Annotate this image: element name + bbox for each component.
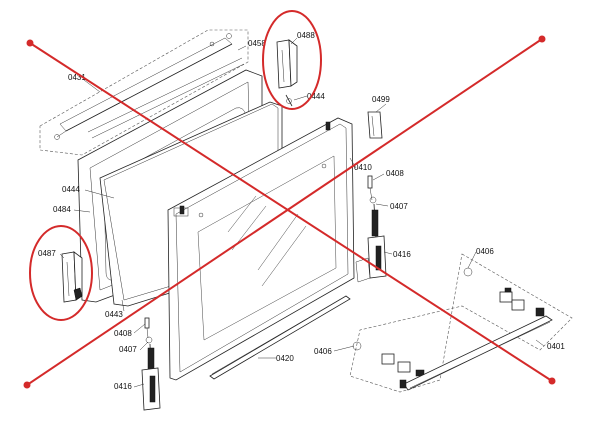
label-0431: 0431 <box>68 73 86 82</box>
label-0407-right: 0407 <box>390 202 408 211</box>
red-dot <box>548 377 556 385</box>
leader-lines <box>59 37 545 388</box>
red-cross-line-b <box>26 38 543 386</box>
label-0458: 0458 <box>248 39 266 48</box>
label-0406-right: 0406 <box>476 247 494 256</box>
outer-door-panel <box>167 117 355 381</box>
label-0407-left: 0407 <box>119 345 137 354</box>
red-dot <box>26 39 34 47</box>
label-0408-right: 0408 <box>386 169 404 178</box>
red-circle-0487 <box>29 225 93 321</box>
label-0487: 0487 <box>38 249 56 258</box>
bracket-0488 <box>276 39 298 107</box>
label-0484: 0484 <box>53 205 71 214</box>
label-0443: 0443 <box>105 310 123 319</box>
label-0420: 0420 <box>276 354 294 363</box>
door-seal-strip <box>209 295 351 380</box>
label-0410: 0410 <box>354 163 372 172</box>
red-cross-line-a <box>29 42 553 382</box>
seal-part-0499 <box>367 111 383 139</box>
label-0401: 0401 <box>547 342 565 351</box>
label-0406-left: 0406 <box>314 347 332 356</box>
part-labels: 0431 0458 0488 0444 0499 0410 0408 0407 … <box>38 31 565 391</box>
label-0488: 0488 <box>297 31 315 40</box>
red-annotation-overlay <box>23 10 556 389</box>
label-0416-right: 0416 <box>393 250 411 259</box>
bracket-0487 <box>61 251 83 303</box>
label-0499: 0499 <box>372 95 390 104</box>
label-0408-left: 0408 <box>114 329 132 338</box>
right-hinge-assembly <box>355 175 387 283</box>
top-frame-assembly <box>39 29 249 156</box>
label-0444-left: 0444 <box>62 185 80 194</box>
red-circle-0488 <box>262 10 322 110</box>
label-0444-top: 0444 <box>307 92 325 101</box>
red-dot <box>23 381 31 389</box>
label-0416-left: 0416 <box>114 382 132 391</box>
left-hinge-assembly <box>141 317 161 411</box>
red-dot <box>538 35 546 43</box>
handle-assembly <box>349 253 573 393</box>
